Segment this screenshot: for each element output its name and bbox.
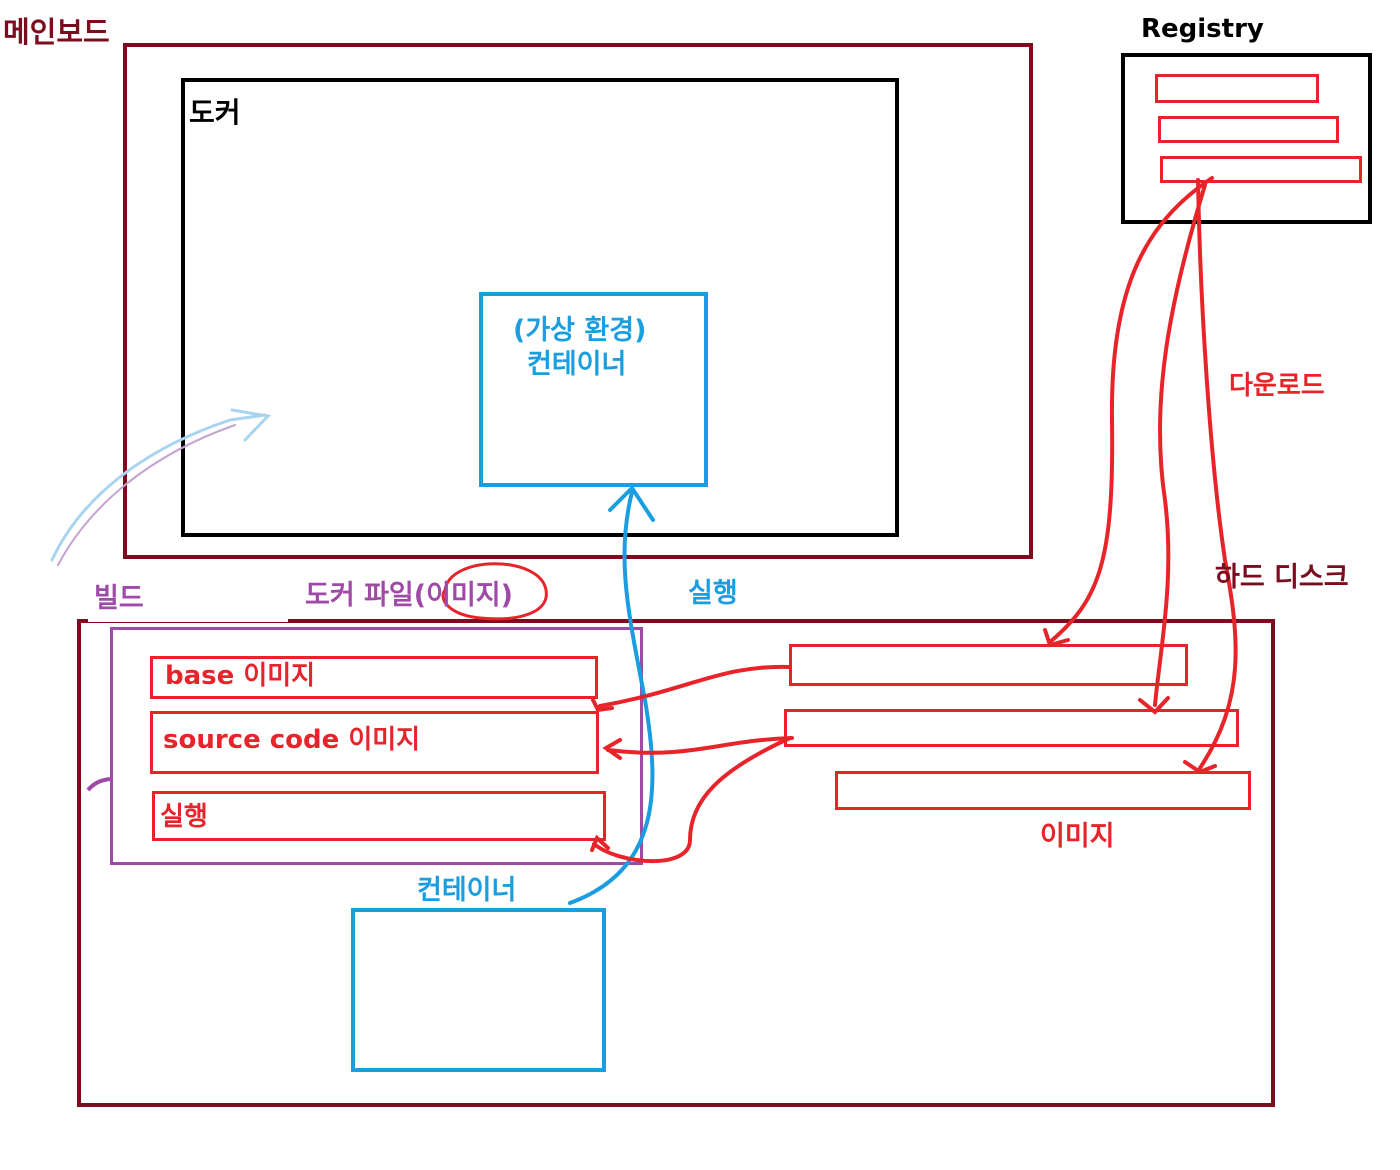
registry-image-1 [1155,74,1319,103]
docker-box [181,78,899,537]
virtual-env-label: (가상 환경) [513,315,647,346]
image-circle-mark [441,562,548,621]
registry-label: Registry [1141,14,1264,44]
disk-image-2 [784,709,1239,747]
build-arrow [50,408,272,566]
docker-file-label: 도커 파일(이미지) [305,582,513,609]
registry-image-2 [1158,116,1339,143]
run-layer-label: 실행 [160,802,208,832]
disk-container-box [351,908,606,1072]
container-top-label: 컨테이너 [527,349,627,380]
docker-file-prefix: 도커 파일( [305,580,427,611]
docker-file-suffix: ) [500,580,513,611]
source-code-image-label: source code 이미지 [163,725,421,755]
run-layer [152,791,606,841]
layer-arrows [590,664,794,864]
build-label: 빌드 [94,583,144,614]
hard-disk-label: 하드 디스크 [1215,562,1349,593]
dockerfile-box [110,627,643,865]
hard-disk-box [77,619,1275,1107]
disk-image-3 [835,771,1251,810]
docker-file-image: 이미지 [426,580,501,611]
virtual-container-box [479,292,708,487]
registry-box [1121,53,1372,224]
disk-image-1 [789,644,1188,686]
mainboard-label: 메인보드 [3,15,110,49]
run-label: 실행 [688,578,738,609]
container-bottom-label: 컨테이너 [417,875,517,906]
base-image-layer [150,656,598,699]
images-label: 이미지 [1040,821,1115,852]
download-label: 다운로드 [1229,371,1325,401]
download-arrows [1043,176,1238,775]
docker-label: 도커 [189,96,241,129]
purple-mark [86,777,111,792]
base-image-label: base 이미지 [165,661,316,691]
mainboard-box [123,43,1033,559]
run-arrow [568,484,655,905]
registry-image-3 [1160,156,1362,183]
source-code-image-layer [150,711,599,774]
